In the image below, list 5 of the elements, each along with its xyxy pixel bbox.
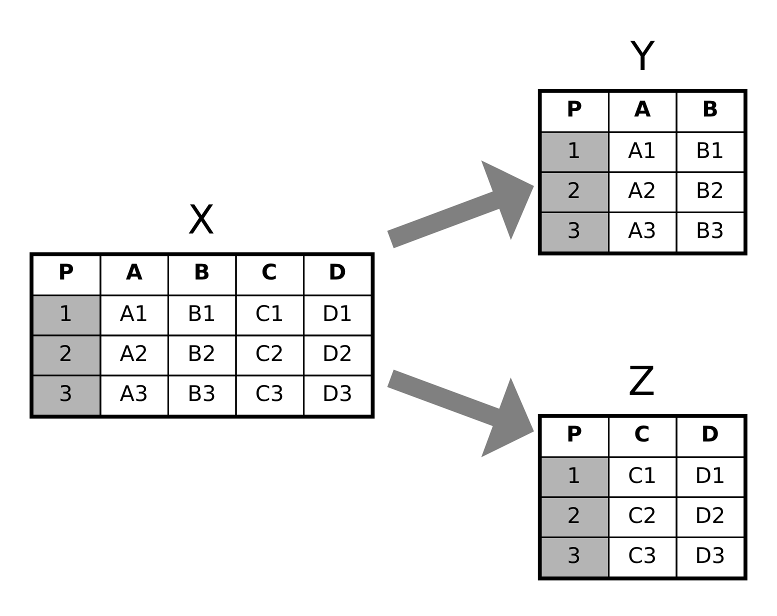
arrow [387,369,534,457]
node-label: Z [628,358,656,405]
node-label: Y [630,34,655,80]
node-label: X [187,196,215,243]
arrow [387,160,534,248]
